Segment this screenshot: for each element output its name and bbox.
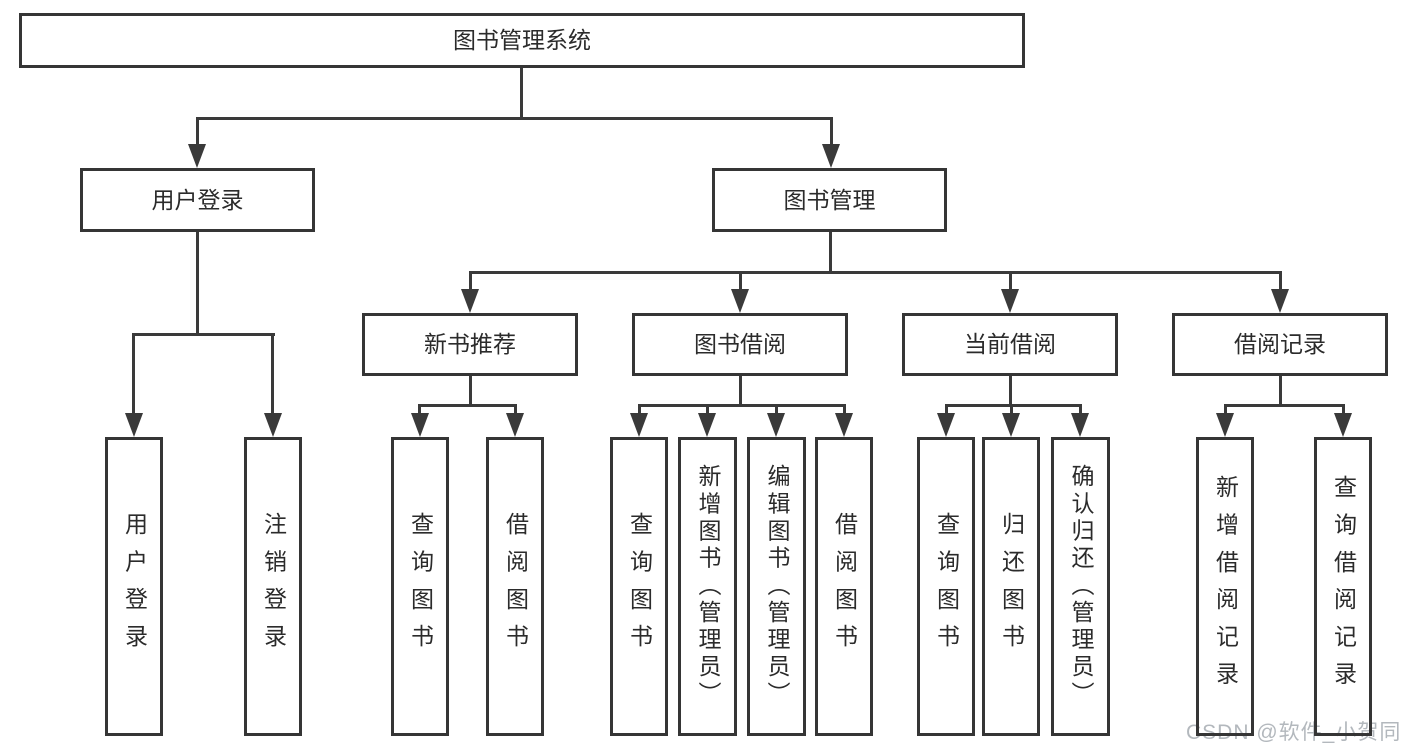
node-user-login: 用户登录 <box>80 168 315 232</box>
connector-current-borrow-vline <box>1009 376 1012 407</box>
connector-stub-query-books-current <box>945 404 948 418</box>
connector-root-vline <box>520 68 523 120</box>
connector-stub-borrow-books-borrowing <box>843 404 846 418</box>
connector-book-mgmt-vline <box>829 232 832 274</box>
arrowhead-return-books <box>1002 413 1020 437</box>
connector-user-login-vline <box>196 232 199 336</box>
connector-stub-borrow-record <box>1279 271 1282 295</box>
connector-stub-new-book <box>469 271 472 295</box>
node-root-library-management-system: 图书管理系统 <box>19 13 1025 68</box>
connector-stub-add-books-admin <box>706 404 709 418</box>
leaf-add-borrow-record: 新增借阅记录 <box>1196 437 1254 736</box>
connector-stub-borrow-books-recommend <box>514 404 517 418</box>
leaf-confirm-return-admin: 确认归还（管理员） <box>1051 437 1110 736</box>
connector-stub-return-books <box>1010 404 1013 418</box>
node-book-borrowing: 图书借阅 <box>632 313 848 376</box>
arrowhead-borrow-books-borrowing <box>835 413 853 437</box>
connector-stub-book-management <box>830 117 833 149</box>
connector-stub-add-borrow-record <box>1224 404 1227 418</box>
leaf-query-books-recommend: 查询图书 <box>391 437 449 736</box>
node-new-book-recommend: 新书推荐 <box>362 313 578 376</box>
connector-new-book-hline <box>418 404 517 407</box>
csdn-watermark: CSDN @软件_小贺同学 <box>1186 721 1402 744</box>
node-borrowing-records: 借阅记录 <box>1172 313 1388 376</box>
connector-stub-edit-books-admin <box>775 404 778 418</box>
node-book-management: 图书管理 <box>712 168 947 232</box>
connector-book-mgmt-hline <box>469 271 1282 274</box>
connector-book-borrow-hline <box>638 404 846 407</box>
leaf-edit-books-admin: 编辑图书（管理员） <box>747 437 806 736</box>
arrowhead-to-logout-leaf <box>264 413 282 437</box>
arrowhead-to-current-borrow <box>1001 289 1019 313</box>
connector-root-hline <box>196 117 833 120</box>
arrowhead-query-books-borrowing <box>630 413 648 437</box>
leaf-query-books-current: 查询图书 <box>917 437 975 736</box>
connector-stub-query-books-recommend <box>418 404 421 418</box>
arrowhead-add-borrow-record <box>1216 413 1234 437</box>
leaf-add-books-admin: 新增图书（管理员） <box>678 437 737 736</box>
connector-stub-logout-leaf <box>271 333 274 417</box>
connector-stub-query-books-borrowing <box>638 404 641 418</box>
arrowhead-to-new-book <box>461 289 479 313</box>
node-current-borrowing: 当前借阅 <box>902 313 1118 376</box>
leaf-borrow-books-borrowing: 借阅图书 <box>815 437 873 736</box>
connector-stub-login-leaf <box>132 333 135 417</box>
arrowhead-to-book-borrow <box>731 289 749 313</box>
connector-stub-book-borrow <box>739 271 742 295</box>
connector-stub-confirm-return <box>1079 404 1082 418</box>
leaf-query-borrow-record: 查询借阅记录 <box>1314 437 1372 736</box>
arrowhead-add-books-admin <box>698 413 716 437</box>
connector-current-borrow-hline <box>945 404 1082 407</box>
arrowhead-query-books-current <box>937 413 955 437</box>
arrowhead-to-user-login <box>188 144 206 168</box>
arrowhead-borrow-books-recommend <box>506 413 524 437</box>
connector-stub-query-borrow-record <box>1342 404 1345 418</box>
arrowhead-edit-books-admin <box>767 413 785 437</box>
leaf-logout-login: 注销登录 <box>244 437 302 736</box>
arrowhead-to-book-management <box>822 144 840 168</box>
leaf-query-books-borrowing: 查询图书 <box>610 437 668 736</box>
arrowhead-query-books-recommend <box>411 413 429 437</box>
connector-new-book-vline <box>469 376 472 407</box>
arrowhead-to-borrow-record <box>1271 289 1289 313</box>
connector-borrow-record-hline <box>1224 404 1345 407</box>
arrowhead-query-borrow-record <box>1334 413 1352 437</box>
connector-book-borrow-vline <box>739 376 742 407</box>
arrowhead-confirm-return <box>1071 413 1089 437</box>
leaf-return-books: 归还图书 <box>982 437 1040 736</box>
leaf-borrow-books-recommend: 借阅图书 <box>486 437 544 736</box>
connector-stub-user-login <box>196 117 199 149</box>
arrowhead-to-login-leaf <box>125 413 143 437</box>
leaf-user-login: 用户登录 <box>105 437 163 736</box>
connector-user-login-hline <box>132 333 275 336</box>
connector-borrow-record-vline <box>1279 376 1282 407</box>
connector-stub-current-borrow <box>1009 271 1012 295</box>
